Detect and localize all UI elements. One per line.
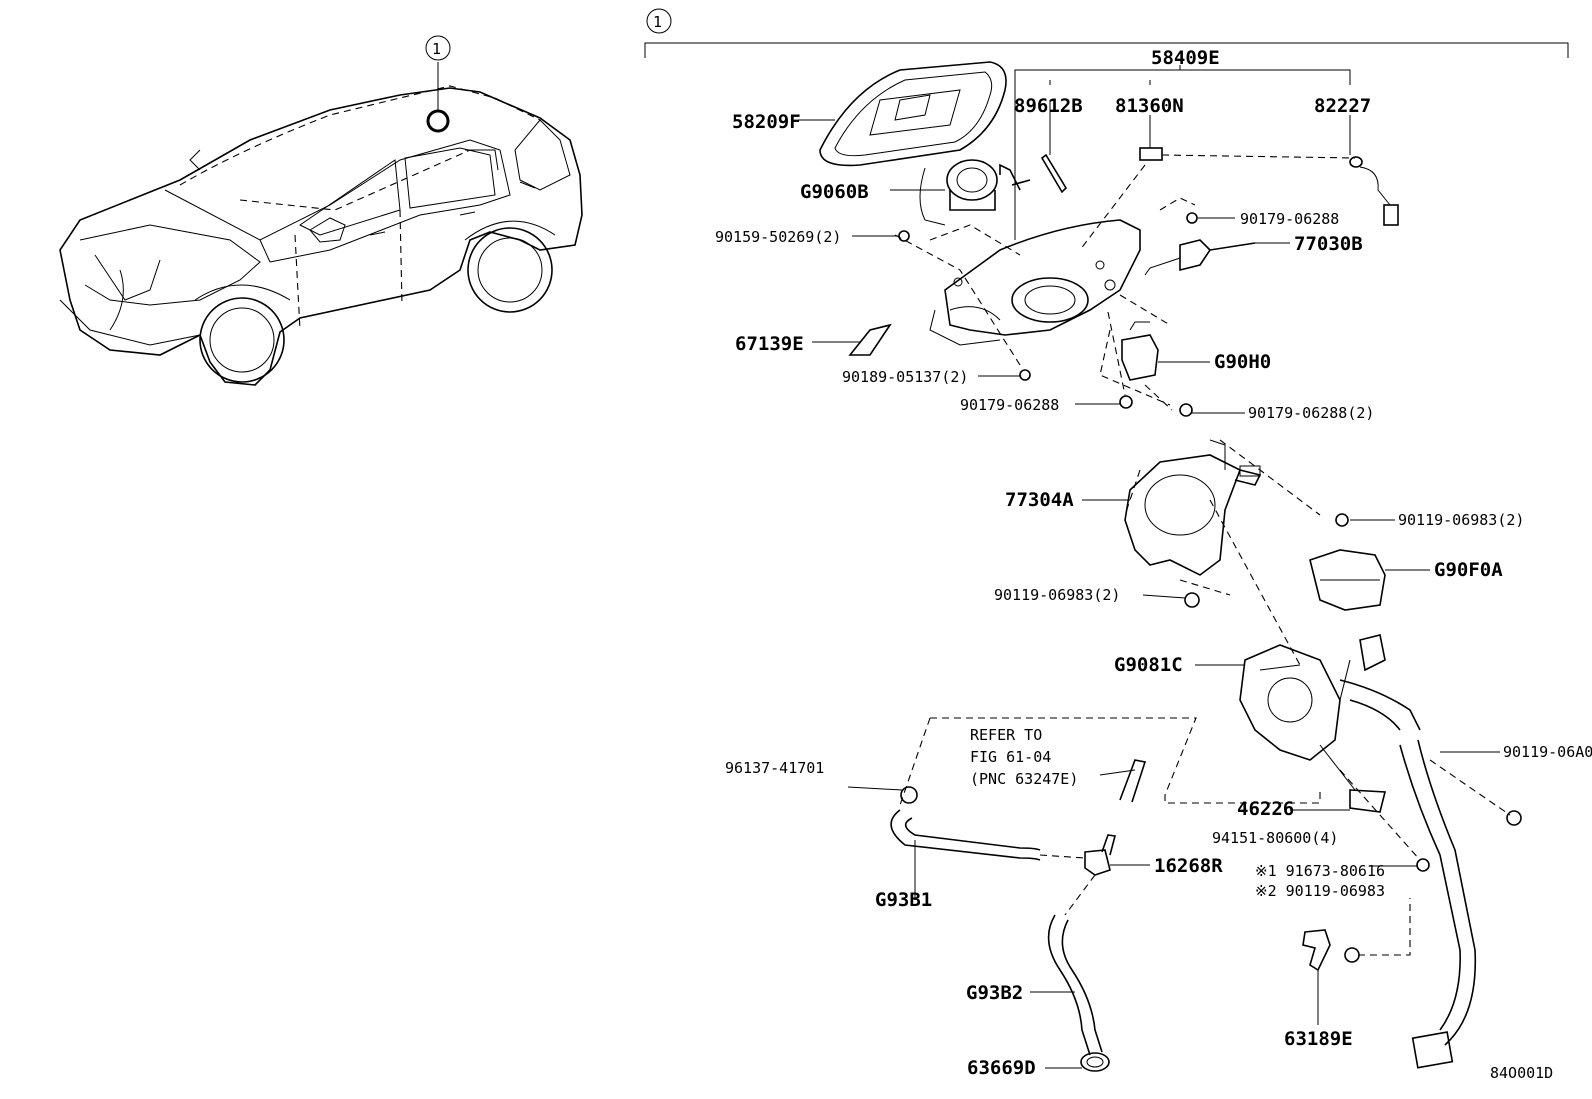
label-G9060B[interactable]: G9060B [800,181,869,203]
label-G90H0[interactable]: G90H0 [1214,351,1271,373]
group-code-label: 58409E [1151,47,1220,69]
vehicle-illustration [59,35,583,386]
label-90119-06A07[interactable]: 90119-06A07 [1503,743,1592,761]
label-82227[interactable]: 82227 [1314,95,1371,117]
label-67139E[interactable]: 67139E [735,333,804,355]
part-G93B2-drawing [1030,914,1110,1072]
refer-note-line-2[interactable]: FIG 61-04 [970,748,1051,766]
label-94151-80600[interactable]: 94151-80600(4) [1212,829,1338,847]
part-lid-actuator [999,163,1031,191]
group-bracket [644,8,1569,240]
part-G90F0A-drawing [1309,549,1430,611]
label-90119-06983-b[interactable]: 90119-06983(2) [994,586,1120,604]
part-77030B-drawing [1144,197,1290,276]
part-long-hose [1339,739,1522,1069]
part-fuel-door-housing [894,219,1141,366]
label-note-2[interactable]: ※2 90119-06983 [1255,882,1385,900]
label-77030B[interactable]: 77030B [1294,233,1363,255]
label-58209F[interactable]: 58209F [732,111,801,133]
vehicle-callout-number: 1 [432,40,441,58]
fasteners-mid [1142,513,1395,608]
refer-note-line-1: REFER TO [970,726,1042,744]
label-G93B2[interactable]: G93B2 [966,982,1023,1004]
part-16268R-drawing [1064,759,1150,916]
group-callout-number: 1 [653,13,662,31]
label-63669D[interactable]: 63669D [967,1057,1036,1079]
label-81360N[interactable]: 81360N [1115,95,1184,117]
label-90119-06983-a[interactable]: 90119-06983(2) [1398,511,1524,529]
fasteners-upper [812,230,1133,409]
label-90159-50269[interactable]: 90159-50269(2) [715,228,841,246]
refer-note: REFER TO FIG 61-04 (PNC 63247E) [970,726,1078,788]
label-63189E[interactable]: 63189E [1284,1028,1353,1050]
part-labels: 58209F G9060B 90159-50269(2) 67139E 9018… [715,95,1592,1079]
part-G93B1-drawing [847,717,1321,900]
label-46226[interactable]: 46226 [1237,798,1294,820]
refer-note-line-3: (PNC 63247E) [970,770,1078,788]
label-77304A[interactable]: 77304A [1005,489,1074,511]
part-G9060B-drawing [890,159,998,226]
label-90189-05137[interactable]: 90189-05137(2) [842,368,968,386]
label-90179-06288-a[interactable]: 90179-06288 [960,396,1059,414]
part-fuel-lid [798,61,1007,167]
label-G90F0A[interactable]: G90F0A [1434,559,1503,581]
vehicle-callout-circle [425,35,451,61]
part-G90H0-drawing [1099,294,1245,417]
label-96137-41701[interactable]: 96137-41701 [725,759,824,777]
label-G9081C[interactable]: G9081C [1114,654,1183,676]
label-note-1[interactable]: ※1 91673-80616 [1255,862,1385,880]
label-89612B[interactable]: 89612B [1014,95,1083,117]
part-81360N-drawing [1079,115,1356,251]
part-89612B-drawing [1040,100,1068,194]
part-82227-drawing [1349,115,1399,226]
label-90179-06288-b[interactable]: 90179-06288 [1240,210,1339,228]
location-marker [426,109,450,133]
label-90179-06288-c[interactable]: 90179-06288(2) [1248,404,1374,422]
label-16268R[interactable]: 16268R [1154,855,1223,877]
label-G93B1[interactable]: G93B1 [875,889,932,911]
diagram-code: 84O001D [1490,1064,1553,1082]
part-63189E-drawing [1302,898,1411,1025]
part-77304A-drawing [1082,439,1321,666]
part-G9081C-drawing [1195,634,1421,813]
